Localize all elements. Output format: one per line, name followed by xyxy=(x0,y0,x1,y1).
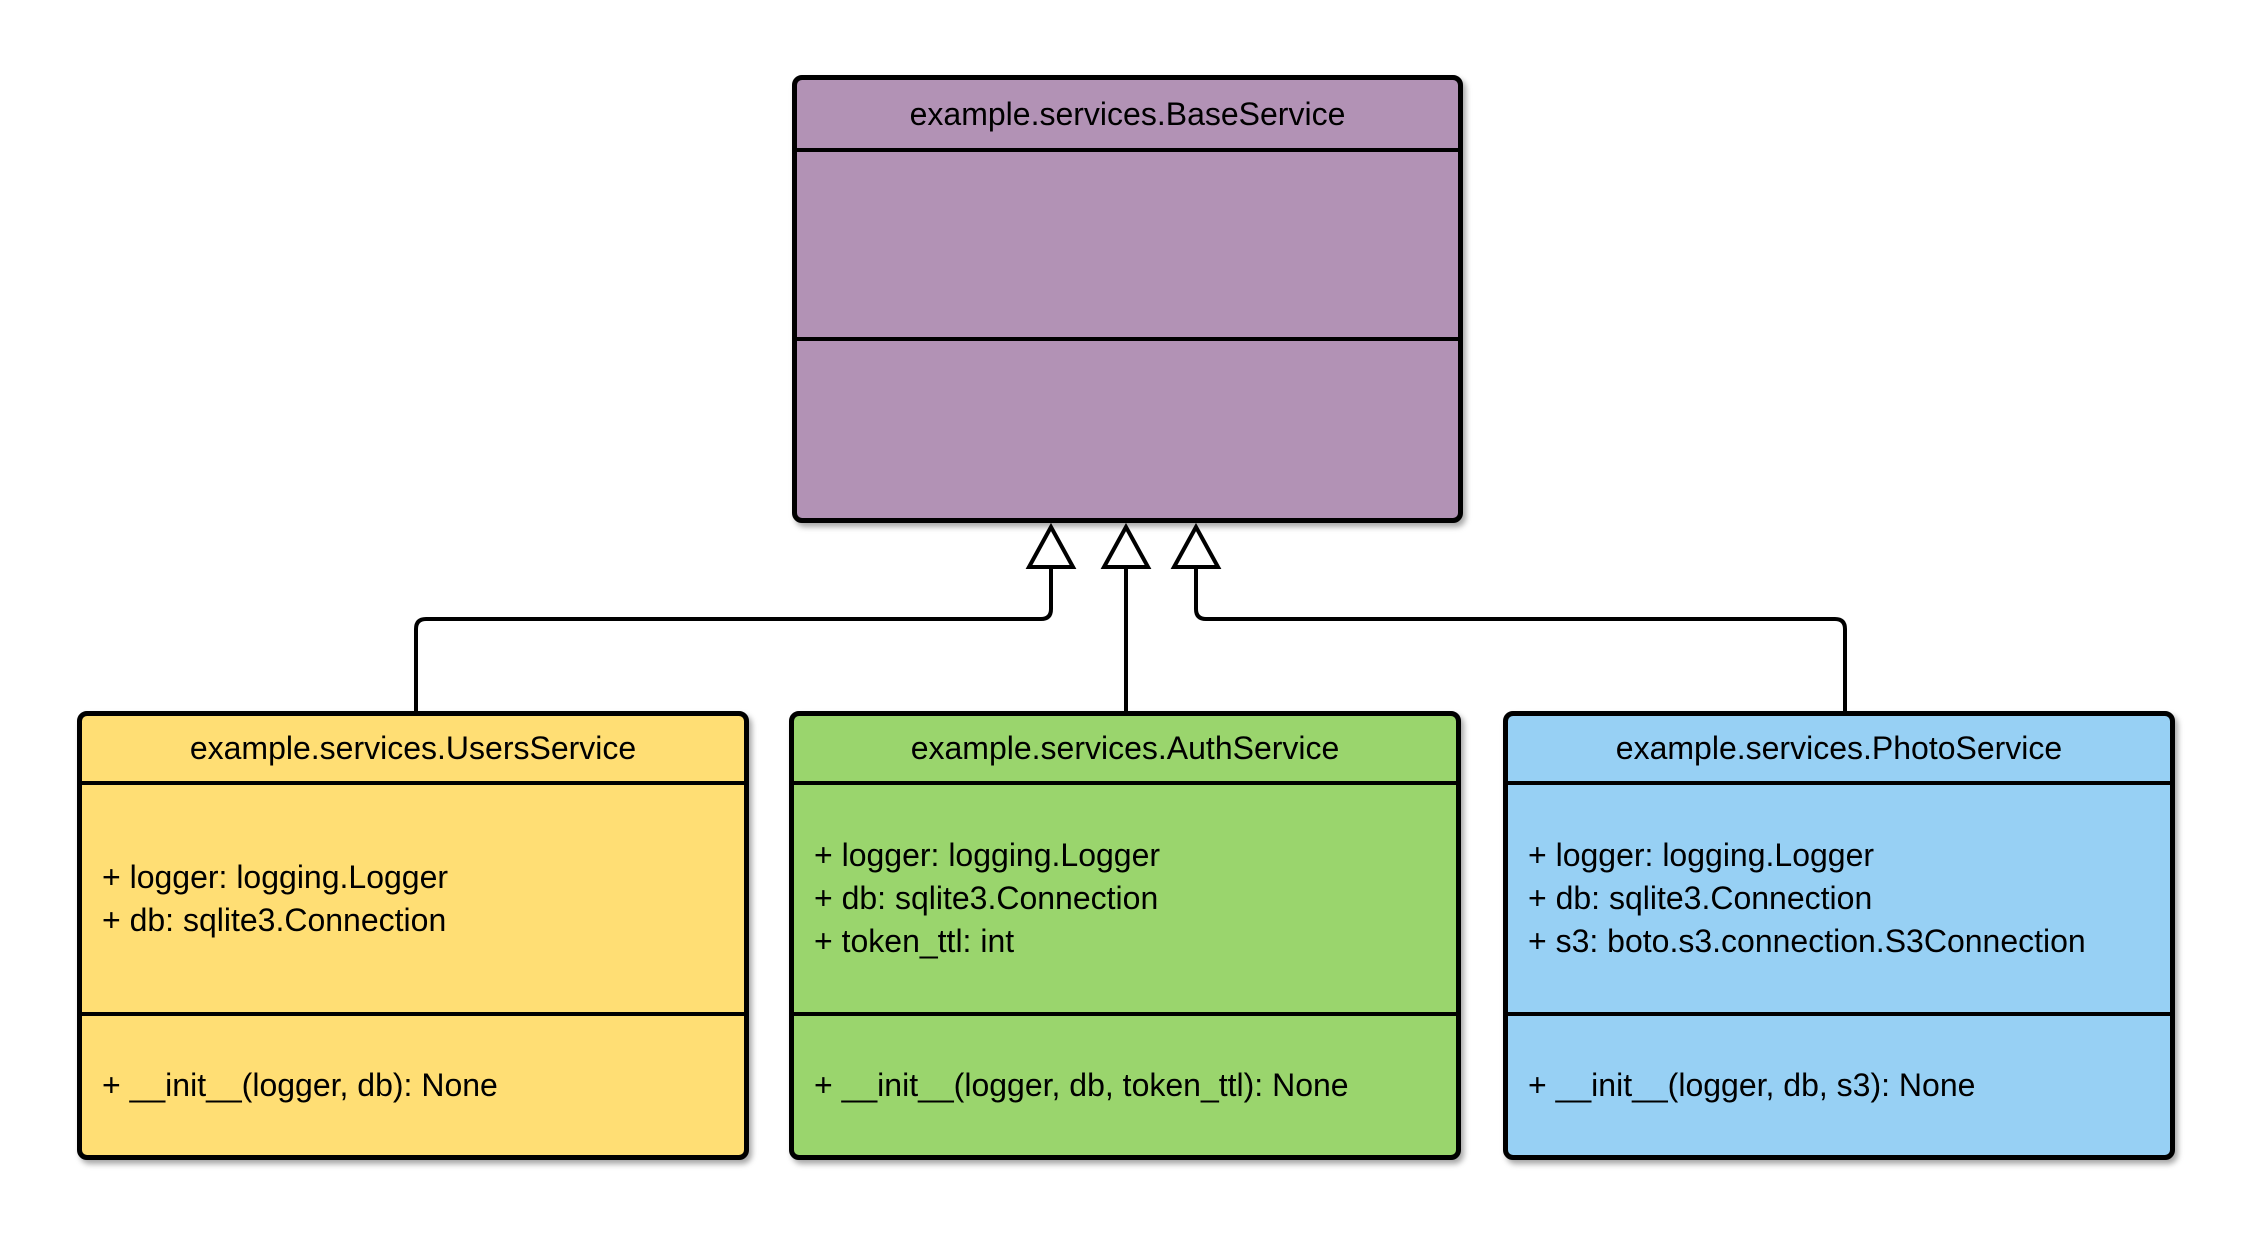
attribute-line: + logger: logging.Logger xyxy=(814,837,1161,873)
class-box-authservice: example.services.AuthService + logger: l… xyxy=(789,711,1461,1160)
class-methods: + __init__(logger, db, token_ttl): None xyxy=(794,1012,1456,1155)
inheritance-triangle-icon xyxy=(1100,522,1152,569)
class-methods: + __init__(logger, db): None xyxy=(82,1012,744,1155)
attribute-line: + db: sqlite3.Connection xyxy=(1528,880,1873,916)
method-line: + __init__(logger, db): None xyxy=(102,1067,498,1103)
class-attributes: + logger: logging.Logger + db: sqlite3.C… xyxy=(794,781,1456,1012)
attribute-line: + logger: logging.Logger xyxy=(102,858,449,895)
attribute-line: + token_ttl: int xyxy=(814,923,1015,959)
inheritance-edge-photo xyxy=(1194,565,1847,711)
class-box-photoservice: example.services.PhotoService + logger: … xyxy=(1503,711,2175,1160)
method-line: + __init__(logger, db, s3): None xyxy=(1528,1067,1976,1103)
class-title: example.services.UsersService xyxy=(189,730,637,766)
attribute-line: + s3: boto.s3.connection.S3Connection xyxy=(1528,923,2086,959)
inheritance-triangle-icon xyxy=(1170,522,1222,569)
inheritance-triangle-icon xyxy=(1025,522,1077,569)
class-attributes xyxy=(797,148,1458,337)
inheritance-edge-users xyxy=(414,565,1053,711)
attribute-line: + logger: logging.Logger xyxy=(1528,837,1875,873)
class-title: example.services.AuthService xyxy=(910,730,1340,766)
class-attributes: + logger: logging.Logger + db: sqlite3.C… xyxy=(82,781,744,1012)
attribute-line: + db: sqlite3.Connection xyxy=(814,880,1159,916)
class-title: example.services.BaseService xyxy=(909,95,1346,132)
class-attributes: + logger: logging.Logger + db: sqlite3.C… xyxy=(1508,781,2170,1012)
class-box-usersservice: example.services.UsersService + logger: … xyxy=(77,711,749,1160)
method-line: + __init__(logger, db, token_ttl): None xyxy=(814,1067,1349,1103)
class-box-baseservice: example.services.BaseService xyxy=(792,75,1463,523)
class-methods xyxy=(797,337,1458,518)
class-title: example.services.PhotoService xyxy=(1615,730,2063,766)
attribute-line: + db: sqlite3.Connection xyxy=(102,901,447,938)
class-methods: + __init__(logger, db, s3): None xyxy=(1508,1012,2170,1155)
